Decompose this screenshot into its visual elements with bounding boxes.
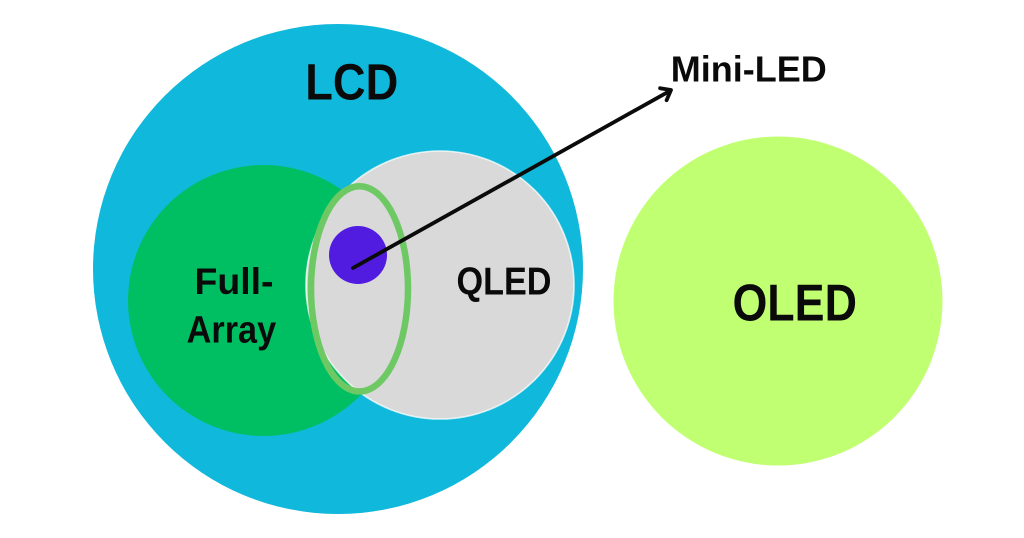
svg-text:QLED: QLED	[457, 261, 552, 304]
svg-text:Array: Array	[187, 310, 277, 352]
svg-text:Mini-LED: Mini-LED	[671, 48, 827, 89]
svg-text:Full-: Full-	[195, 260, 274, 302]
svg-text:OLED: OLED	[732, 274, 857, 332]
svg-text:LCD: LCD	[305, 54, 398, 111]
